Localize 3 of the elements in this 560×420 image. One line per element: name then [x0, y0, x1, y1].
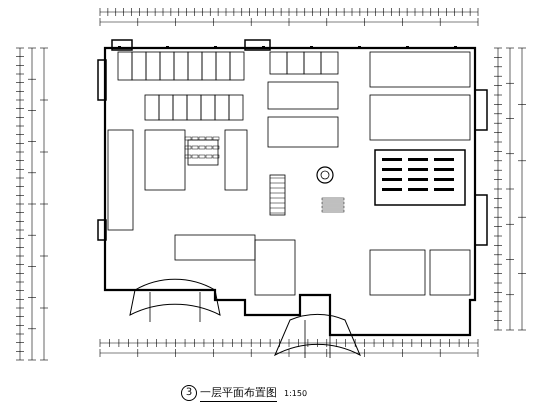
scale-label: 1:150 — [284, 388, 308, 400]
drawing-title: 一层平面布置图 — [200, 385, 277, 402]
callout-number: 3 — [181, 385, 197, 401]
